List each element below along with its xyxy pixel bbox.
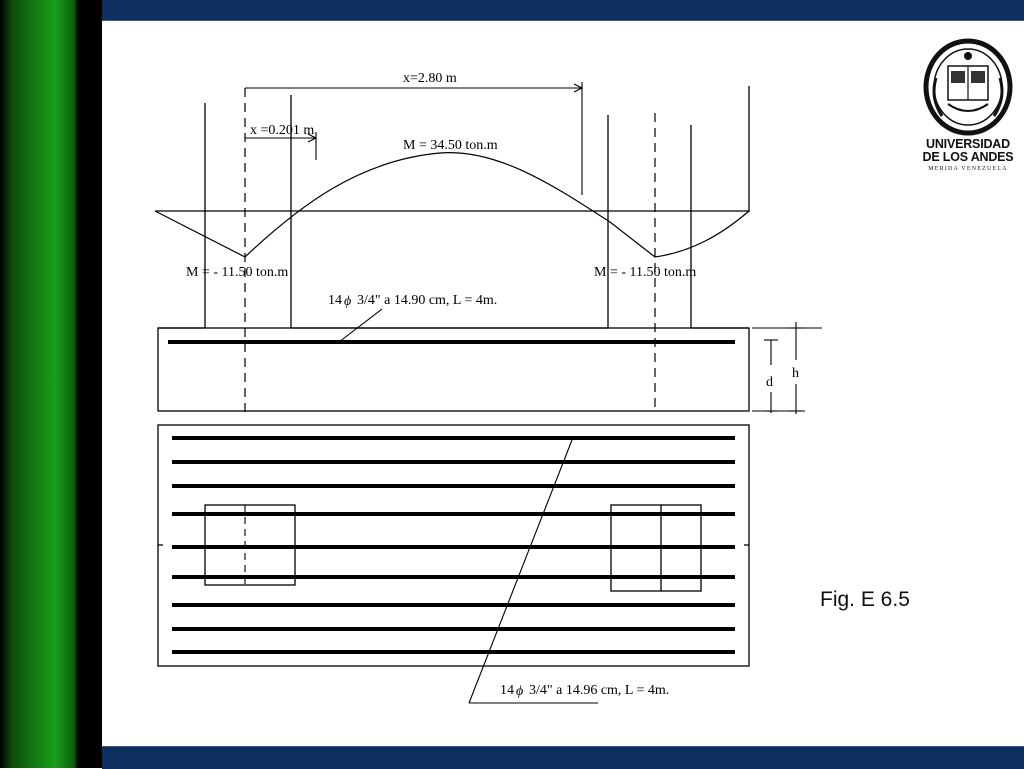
university-logo: UNIVERSIDAD DE LOS ANDES MERIDA VENEZUEL… (918, 38, 1018, 178)
callout-leader-top (338, 308, 383, 343)
figure-caption: Fig. E 6.5 (820, 588, 910, 611)
label-moment-negative-left: M = - 11.50 ton.m (186, 265, 288, 280)
logo-line3: MERIDA VENEZUELA (928, 166, 1008, 172)
top-band (102, 0, 1024, 21)
bar-symbol-top: ϕ (344, 294, 351, 309)
callout-leader-bottom (468, 439, 598, 704)
column-centerlines (244, 88, 656, 412)
label-bar-prefix-bottom: 14 (500, 683, 514, 698)
left-decorative-bar (0, 0, 102, 768)
bar-symbol-bottom: ϕ (516, 684, 523, 699)
label-h: h (792, 366, 799, 381)
label-x-short: x =0.201 m (250, 123, 314, 138)
dimension-x-total (245, 82, 584, 195)
logo-line1: UNIVERSIDAD (926, 137, 1010, 151)
label-d: d (766, 375, 773, 390)
label-moment-negative-right: M = - 11.50 ton.m (594, 265, 696, 280)
moment-diagram (154, 152, 750, 258)
university-seal-icon (923, 38, 1013, 136)
footing-section (157, 327, 750, 412)
label-x-total: x=2.80 m (403, 71, 457, 86)
dimension-x-short (245, 132, 318, 160)
bottom-band (102, 746, 1024, 769)
plan-rebar (172, 436, 735, 654)
label-bar-spec-bottom: 3/4" a 14.96 cm, L = 4m. (529, 683, 669, 698)
dimension-d-h (752, 322, 822, 414)
logo-line2: DE LOS ANDES (922, 150, 1014, 164)
label-bar-spec-top: 3/4" a 14.90 cm, L = 4m. (357, 293, 497, 308)
moment-curve (154, 152, 750, 258)
column-lines (158, 86, 750, 329)
label-bar-prefix-top: 14 (328, 293, 342, 308)
label-moment-positive: M = 34.50 ton.m (403, 138, 498, 153)
